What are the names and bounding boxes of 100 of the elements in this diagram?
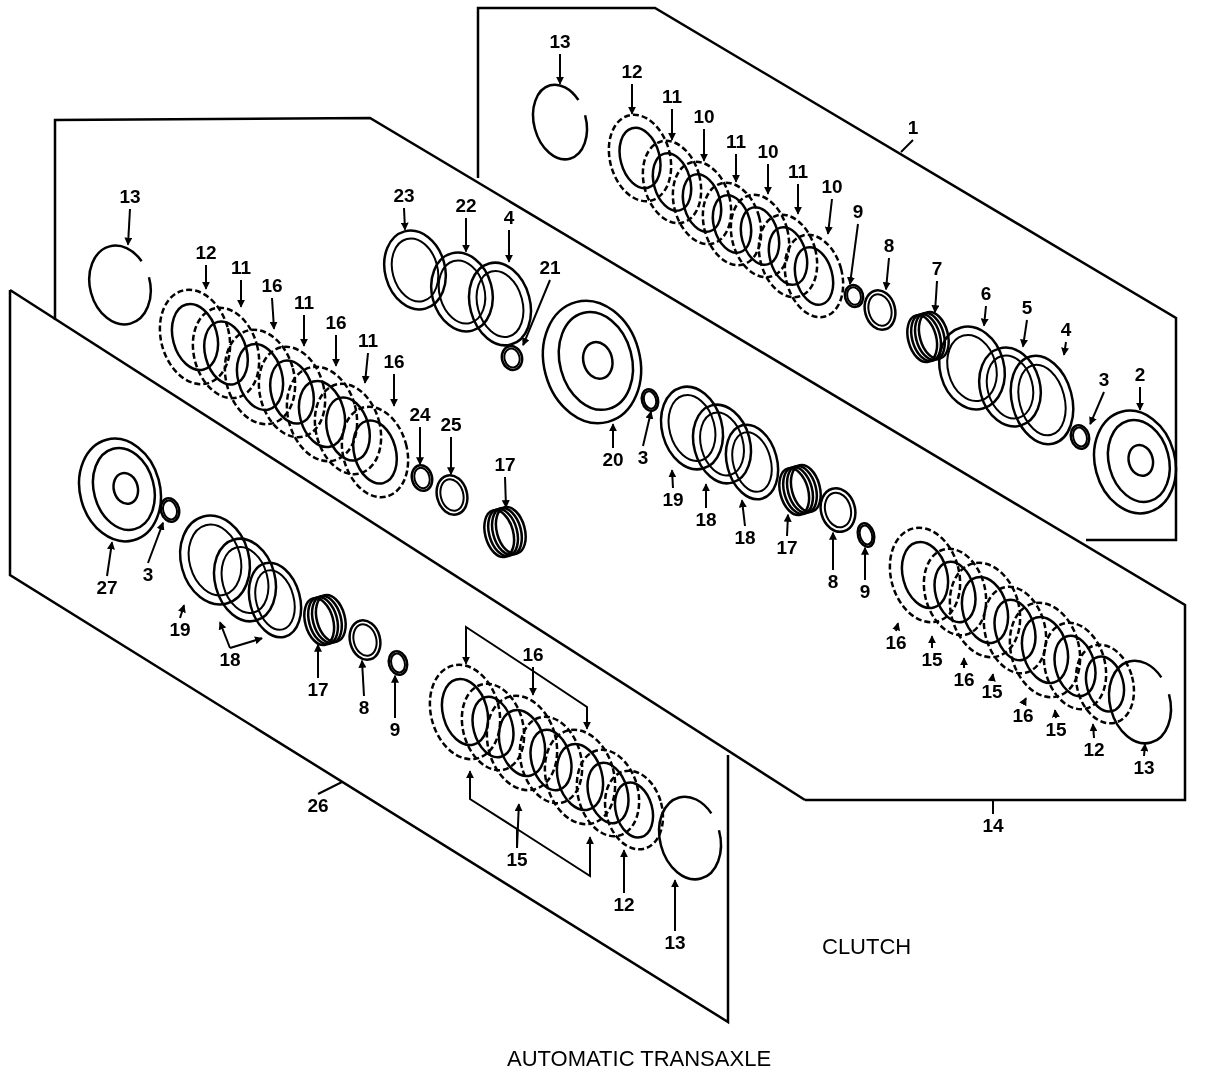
leader-line	[980, 305, 989, 327]
leader-line	[229, 636, 263, 649]
clutch-drum-drawing	[77, 437, 163, 543]
leader-line	[992, 799, 994, 815]
callout-number: 13	[1133, 757, 1155, 779]
callout-number: 18	[219, 649, 241, 671]
leader-line	[620, 849, 628, 894]
leader-line	[642, 410, 654, 447]
clutch-plate-drawing	[1074, 643, 1136, 725]
leader-line	[1061, 341, 1070, 356]
callout-number: 9	[389, 719, 401, 741]
spring-drawing	[303, 593, 347, 647]
snap-ring-drawing	[1107, 659, 1173, 745]
leader-line	[147, 521, 165, 564]
callout-number: 9	[852, 201, 864, 223]
callout-number: 20	[602, 449, 624, 471]
callout-number: 4	[1060, 319, 1072, 341]
clutch-plate-drawing	[158, 288, 232, 386]
callout-number: 21	[539, 257, 561, 279]
leader-line	[846, 223, 859, 286]
leader-line	[900, 139, 914, 153]
callout-number: 16	[261, 275, 283, 297]
leader-line	[390, 373, 398, 407]
callout-number: 19	[169, 619, 191, 641]
clutch-plate-drawing	[641, 139, 703, 225]
leader-line	[237, 279, 245, 308]
clutch-plate-drawing	[982, 585, 1048, 675]
leader-line	[824, 198, 833, 235]
spring-drawing	[483, 505, 527, 559]
callout-number: 2	[1134, 364, 1146, 386]
leader-line	[702, 483, 710, 509]
callout-number: 15	[506, 849, 528, 871]
leader-line	[1089, 723, 1098, 739]
leader-line	[609, 423, 617, 449]
spring-drawing	[778, 463, 822, 517]
callout-number: 3	[637, 447, 649, 469]
clutch-plate-drawing	[485, 694, 559, 792]
callout-number: 13	[664, 932, 686, 954]
clutch-plate-drawing	[888, 526, 962, 624]
leader-line	[960, 657, 968, 669]
clutch-plate-drawing	[285, 365, 359, 463]
leader-line	[332, 334, 340, 367]
callout-number: 12	[613, 894, 635, 916]
leader-line	[732, 153, 740, 183]
leader-line	[462, 625, 534, 673]
callout-number: 16	[383, 351, 405, 373]
leader-line	[314, 643, 322, 679]
callout-number: 12	[1083, 739, 1105, 761]
clutch-plate-drawing	[1042, 621, 1108, 711]
ring-drawing	[159, 496, 181, 524]
leader-line	[317, 781, 343, 795]
callout-number: 11	[725, 131, 747, 153]
callout-number: 24	[409, 404, 431, 426]
ring-drawing	[843, 283, 865, 309]
leader-line	[987, 673, 996, 682]
ring-drawing	[856, 522, 876, 548]
leader-line	[532, 666, 591, 730]
snap-ring-drawing	[88, 244, 152, 326]
callout-number: 7	[931, 258, 943, 280]
ring-drawing	[247, 561, 303, 639]
leader-line	[522, 279, 551, 347]
callout-number: 11	[661, 86, 683, 108]
callout-number: 15	[981, 681, 1003, 703]
ring-drawing	[1069, 423, 1091, 451]
ring-drawing	[435, 474, 469, 516]
ring-drawing	[659, 385, 725, 471]
leader-line	[505, 229, 513, 263]
callout-number: 9	[859, 581, 871, 603]
leader-line	[628, 83, 636, 115]
snap-ring-drawing	[657, 795, 723, 881]
leader-line	[738, 499, 747, 527]
ring-drawing	[387, 649, 409, 677]
leader-line	[829, 531, 837, 571]
ring-drawing	[724, 423, 780, 501]
callout-number: 25	[440, 414, 462, 436]
leader-line	[106, 541, 115, 577]
leader-line	[358, 659, 367, 697]
clutch-plate-drawing	[671, 160, 733, 246]
leader-line	[501, 476, 510, 509]
callout-number: 23	[393, 185, 415, 207]
ring-drawing	[348, 619, 382, 661]
leader-line	[794, 183, 802, 215]
callout-number: 11	[357, 330, 379, 352]
leader-line	[668, 108, 676, 141]
leader-line	[892, 622, 901, 632]
callout-number: 12	[195, 242, 217, 264]
callout-number: 16	[1012, 705, 1034, 727]
clutch-plate-drawing	[257, 345, 327, 439]
clutch-plate-drawing	[603, 769, 665, 851]
clutch-plate-drawing	[223, 328, 297, 426]
callout-number: 10	[757, 141, 779, 163]
ring-drawing	[640, 387, 660, 413]
callout-number: 27	[96, 577, 118, 599]
clutch-drum-drawing	[541, 299, 643, 425]
leader-line	[300, 314, 308, 347]
callout-number: 22	[455, 195, 477, 217]
callout-number: 12	[621, 61, 643, 83]
leader-line	[400, 207, 409, 231]
clutch-plate-drawing	[607, 113, 673, 203]
ring-drawing	[938, 325, 1006, 411]
